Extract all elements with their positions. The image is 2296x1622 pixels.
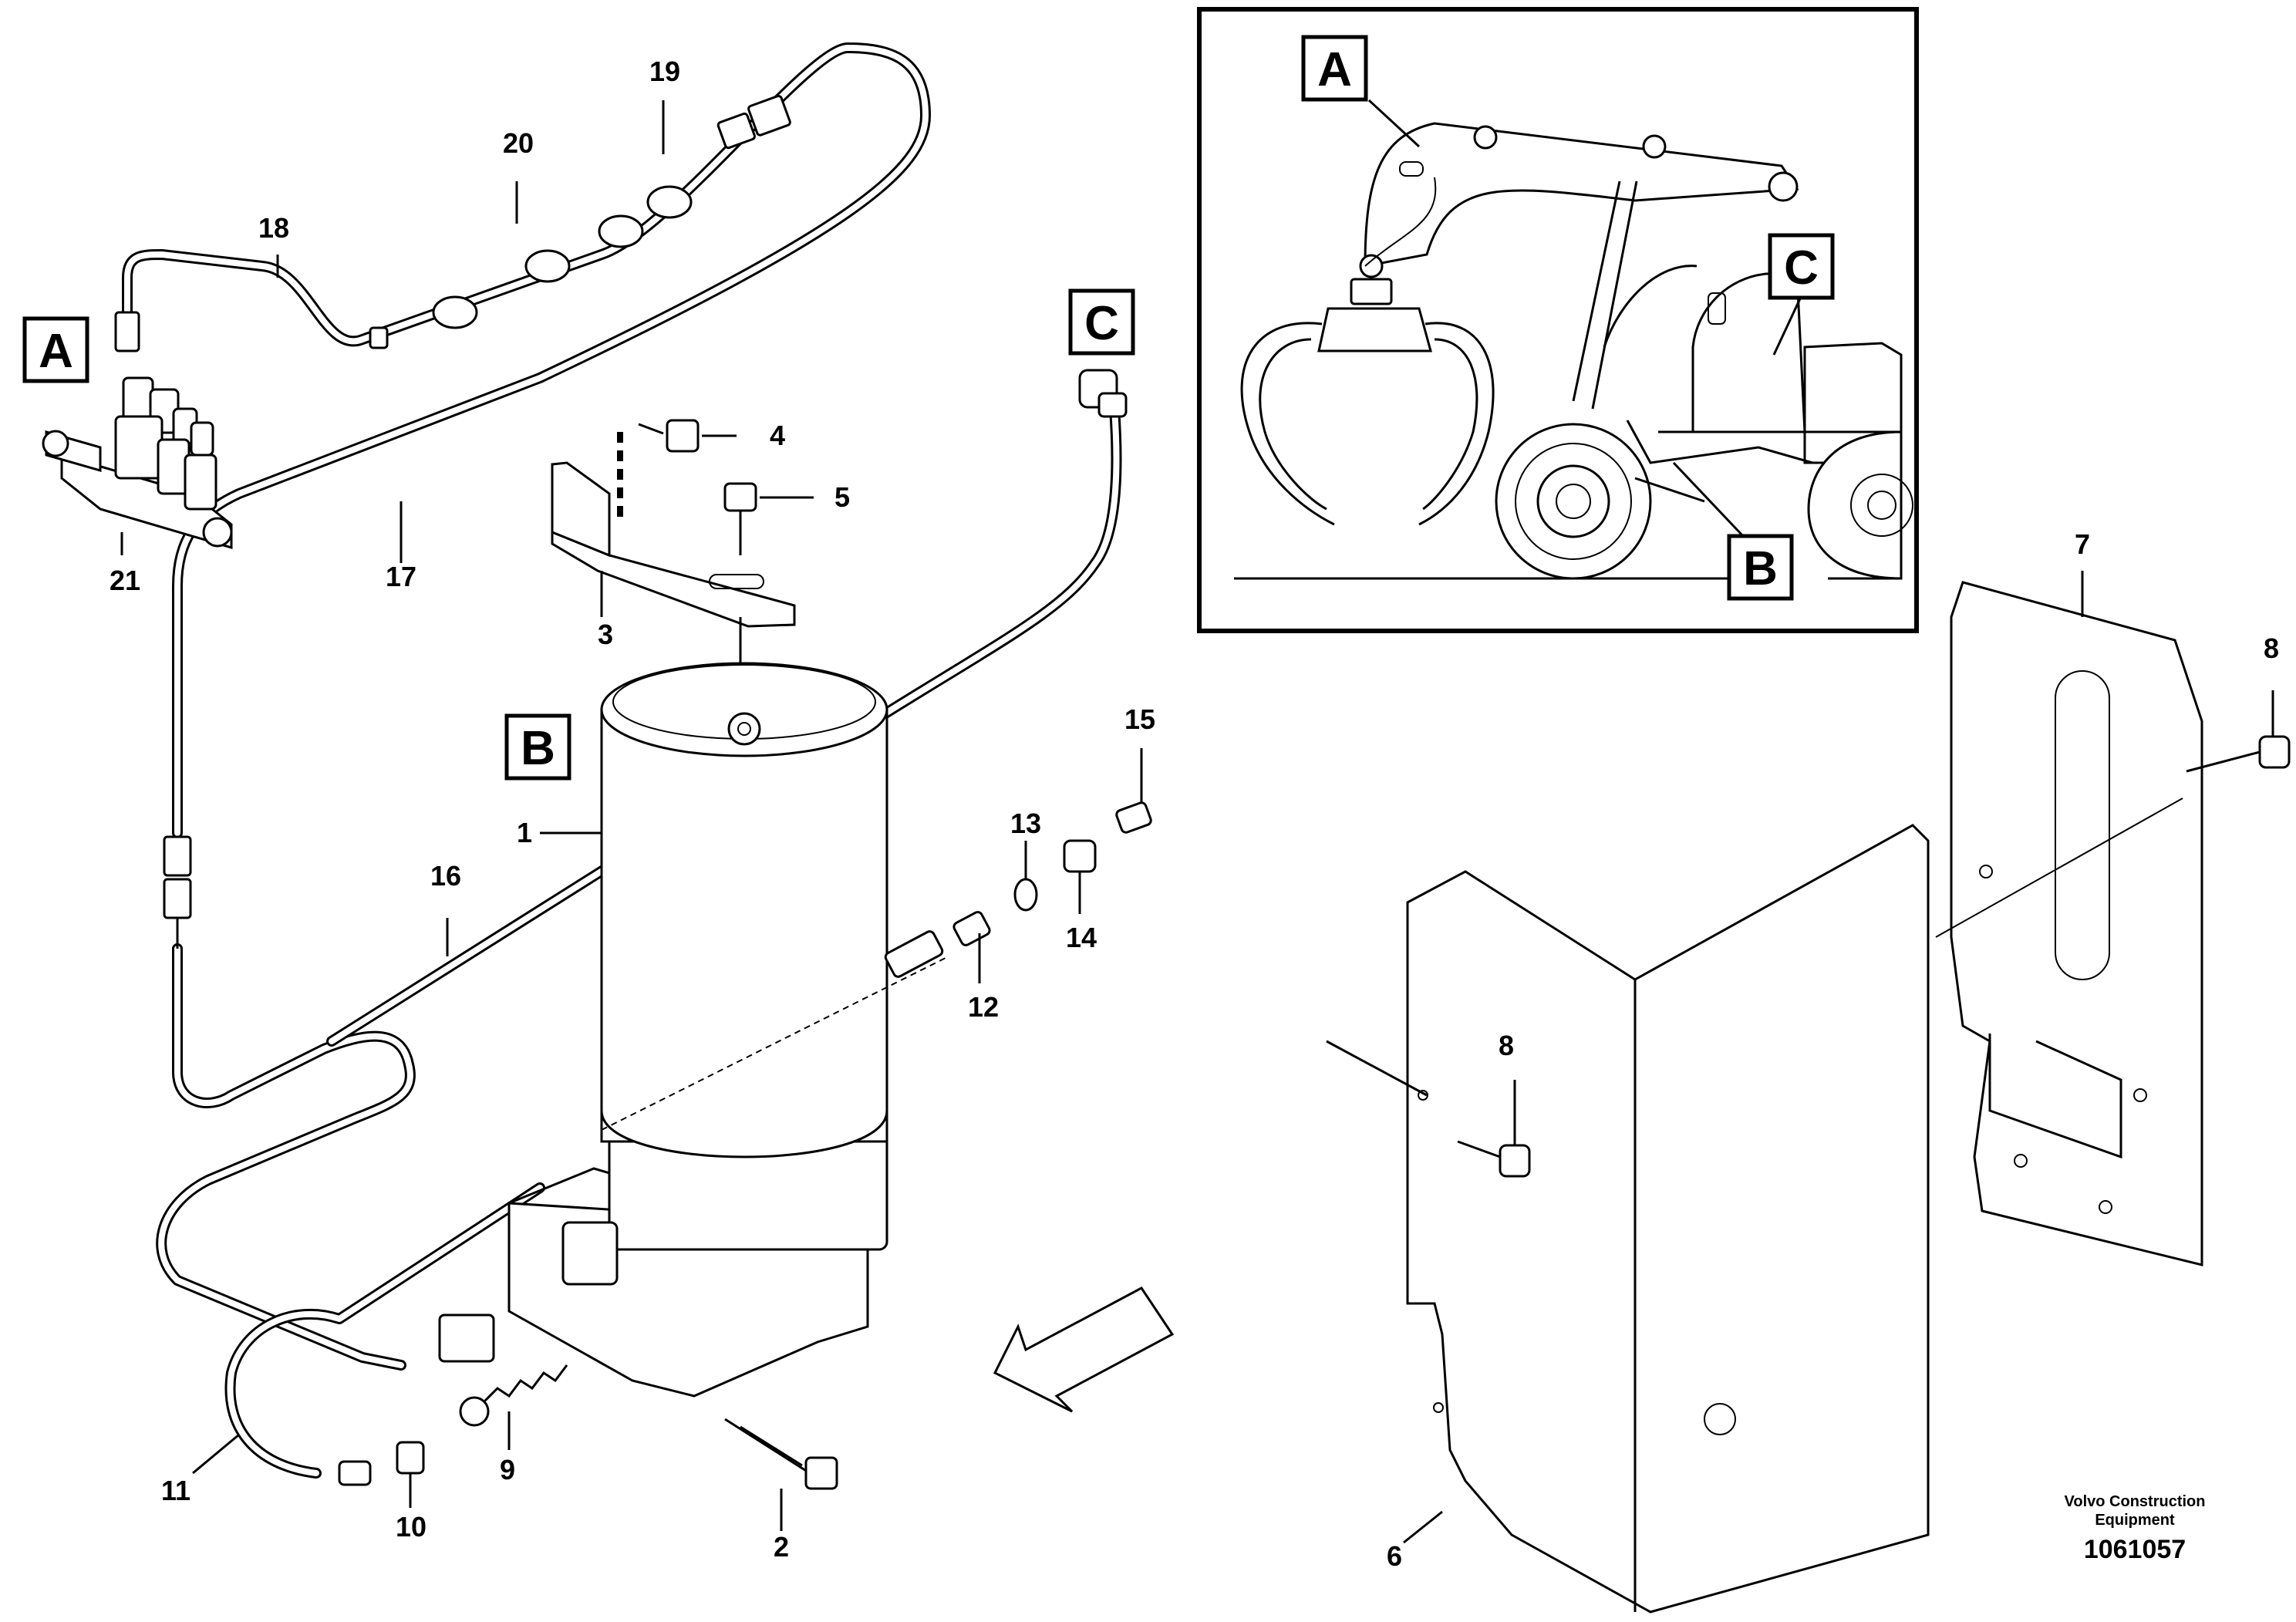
cover-plate-7: [1950, 581, 2203, 1266]
inset-ref-box-A-label: A: [1317, 43, 1352, 96]
callout-8-left: 8: [1499, 1030, 1514, 1061]
inset-ref-box-B: B: [1727, 534, 1794, 601]
bolt-8-left: [1326, 1040, 1531, 1178]
callout-20: 20: [503, 127, 534, 159]
bolt-4: [638, 419, 737, 453]
bolt-8-right: [2186, 690, 2291, 773]
callout-8-right: 8: [2264, 632, 2279, 664]
footer: Volvo Construction Equipment 1061057: [2065, 1493, 2206, 1564]
nipple-15: [1115, 748, 1152, 834]
bolt-5: [723, 482, 814, 555]
ref-box-B: B: [504, 713, 571, 781]
ref-box-A-label: A: [39, 325, 73, 378]
ref-box-C: C: [1068, 288, 1135, 356]
callout-3: 3: [598, 619, 613, 650]
callout-12: 12: [968, 991, 999, 1023]
inset-ref-box-C-label: C: [1784, 241, 1819, 295]
callout-5: 5: [834, 481, 850, 513]
bracket: [551, 432, 796, 628]
callout-13: 13: [1010, 808, 1041, 839]
callout-9: 9: [500, 1454, 515, 1485]
callout-1: 1: [517, 817, 532, 848]
brand-line-2: Equipment: [2095, 1512, 2175, 1529]
distribution-block: [42, 376, 233, 550]
callout-14: 14: [1066, 922, 1097, 953]
callout-4: 4: [770, 420, 785, 451]
machine-overview-inset: [1197, 7, 1919, 633]
callout-7: 7: [2075, 528, 2090, 560]
document-number: 1061057: [2084, 1535, 2186, 1564]
leader-lines: [120, 100, 2084, 956]
inset-ref-box-C: C: [1768, 233, 1835, 300]
ref-box-B-label: B: [521, 722, 555, 775]
washer-13: [1013, 841, 1038, 912]
fitting-10: [338, 1441, 425, 1508]
brand-line-1: Volvo Construction: [2065, 1493, 2206, 1510]
callout-19: 19: [649, 56, 680, 87]
callout-21: 21: [110, 565, 140, 596]
ref-box-C-label: C: [1084, 297, 1119, 350]
callout-17: 17: [386, 561, 416, 592]
callout-6: 6: [1387, 1540, 1402, 1572]
ref-box-A: A: [22, 316, 89, 383]
spring-9: [459, 1364, 568, 1450]
forward-direction-arrow: [993, 1286, 1175, 1413]
callout-15: 15: [1124, 703, 1155, 735]
electrical-connector-mate: [163, 878, 192, 919]
cover-plate-6: [1406, 824, 1930, 1614]
bolt-2: [724, 1418, 838, 1531]
fitting-12: [884, 911, 991, 983]
callout-18: 18: [258, 212, 289, 244]
callout-11: 11: [161, 1475, 190, 1506]
nut-14: [1063, 839, 1097, 914]
callout-numbers: 1 2 3 4 5 6 7 8 8 9 10 11 12 13 14 15 16…: [110, 56, 2279, 1572]
grease-lines: [122, 42, 1122, 1479]
callout-2: 2: [774, 1531, 789, 1563]
callout-10: 10: [396, 1511, 426, 1543]
grease-pump: [507, 662, 949, 1398]
electrical-connector: [163, 835, 192, 877]
inset-ref-box-B-label: B: [1743, 542, 1778, 595]
inset-ref-box-A: A: [1301, 35, 1368, 102]
callout-16: 16: [430, 860, 461, 892]
